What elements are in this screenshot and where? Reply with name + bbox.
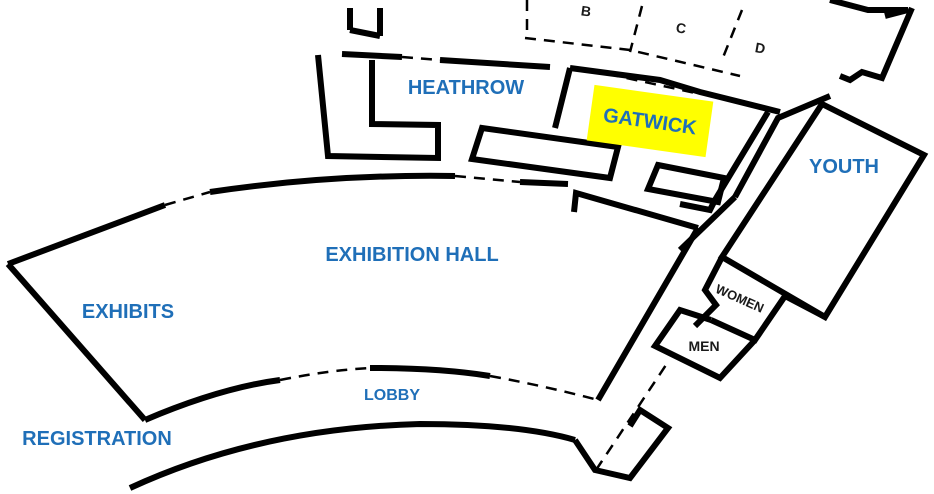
room-label-lobby: LOBBY: [364, 387, 420, 404]
room-label-registration: REGISTRATION: [22, 428, 172, 450]
room-label-women: WOMEN: [713, 281, 766, 316]
gatwick-highlight: [586, 84, 714, 158]
restroom-walls: [650, 255, 827, 382]
room-label-youth: YOUTH: [809, 156, 879, 178]
walls: [5, 0, 929, 491]
labels: B C D HEATHROW GATWICK YOUTH EXHIBITION …: [22, 2, 879, 450]
room-label-exhibition-hall: EXHIBITION HALL: [325, 244, 498, 266]
heathrow-room-walls: [315, 51, 573, 162]
room-label-d: D: [754, 39, 767, 57]
gatwick-room-walls: [468, 65, 781, 214]
rooms-bcd-walls: [347, 0, 915, 84]
lobby-walls: [128, 361, 673, 491]
exhibition-hall-walls: [5, 172, 701, 423]
room-label-c: C: [675, 19, 687, 36]
room-label-b: B: [580, 2, 592, 19]
room-label-heathrow: HEATHROW: [408, 77, 524, 99]
room-label-exhibits: EXHIBITS: [82, 301, 174, 323]
room-label-men: MEN: [688, 338, 719, 354]
